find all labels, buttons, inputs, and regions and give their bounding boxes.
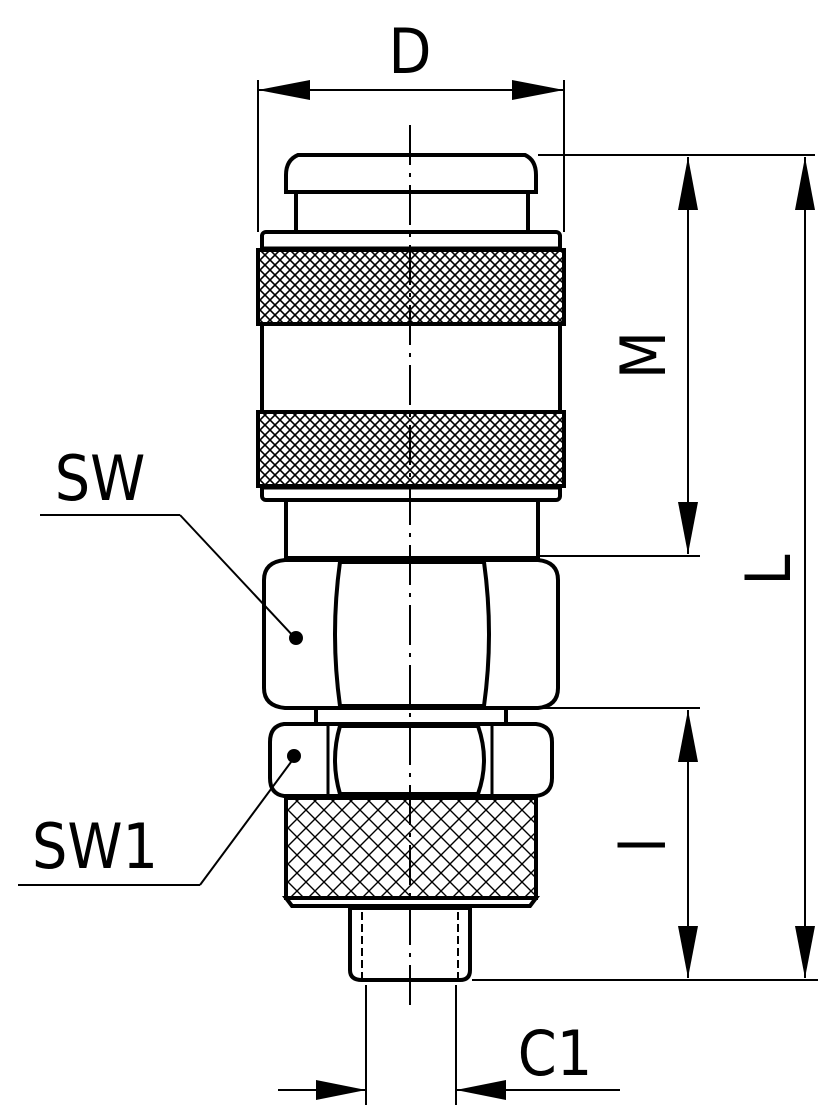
dimension-l [472, 157, 818, 981]
leader-sw [40, 514, 303, 645]
label-sw1: SW1 [32, 810, 158, 883]
dimension-l-small [540, 707, 700, 978]
label-c1: C1 [518, 1017, 592, 1090]
label-l-small: l [607, 837, 680, 853]
top-neck [294, 190, 530, 234]
dimension-m [538, 154, 815, 557]
label-m: M [607, 331, 680, 379]
label-sw: SW [55, 442, 146, 515]
label-d: D [389, 15, 432, 88]
dimension-c1 [278, 985, 620, 1105]
lower-neck [284, 498, 540, 560]
leader-sw1 [18, 749, 301, 886]
label-l: L [732, 554, 805, 585]
